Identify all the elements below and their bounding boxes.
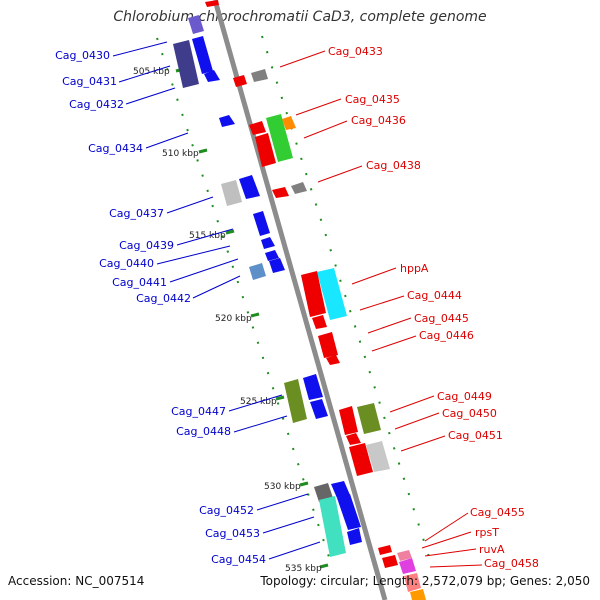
gene-label-cag-0458[interactable]: Cag_0458 xyxy=(484,557,539,570)
gene-label-cag-0439[interactable]: Cag_0439 xyxy=(119,239,174,252)
gene-label-cag-0446[interactable]: Cag_0446 xyxy=(419,329,474,342)
gene-cag-0458 xyxy=(399,558,416,574)
gene-label-cag-0447[interactable]: Cag_0447 xyxy=(171,405,226,418)
gene-cag-0446a xyxy=(318,332,338,358)
gene-ruva xyxy=(382,555,398,568)
gene-cag-0451a xyxy=(349,443,373,476)
gene-label-cag-0435[interactable]: Cag_0435 xyxy=(345,93,400,106)
gene-cag-0445 xyxy=(312,315,327,329)
gene-cag-0450 xyxy=(346,433,361,445)
gene-label-cag-0442[interactable]: Cag_0442 xyxy=(136,292,191,305)
forward-genes xyxy=(173,15,362,557)
gene-cag-0430 xyxy=(188,15,204,34)
gene-cag-0433a xyxy=(233,75,247,87)
gene-label-cag-0431[interactable]: Cag_0431 xyxy=(62,75,117,88)
length-text: Length: 2,572,079 bp; xyxy=(372,574,507,588)
gene-cag-0453 xyxy=(319,496,346,557)
reverse-leader-lines xyxy=(279,50,483,568)
gene-cag-0441 xyxy=(265,250,279,261)
genome-stats: Topology: circular; Length: 2,572,079 bp… xyxy=(260,574,590,588)
gene-cag-0433b xyxy=(251,69,268,82)
genome-backbone xyxy=(212,0,388,600)
gene-label-cag-0433[interactable]: Cag_0433 xyxy=(328,45,383,58)
gene-rpst xyxy=(397,550,412,561)
gene-cag-0455 xyxy=(378,545,392,555)
map-title: Chlorobium chlorochromatii CaD3, complet… xyxy=(113,9,487,25)
gene-cag-0437b xyxy=(239,175,260,199)
gene-label-cag-0451[interactable]: Cag_0451 xyxy=(448,429,503,442)
gene-cag-0447a xyxy=(284,379,307,423)
topology-text: Topology: circular; xyxy=(260,574,369,588)
gene-arrow xyxy=(205,0,219,7)
gene-cag-0452a xyxy=(314,483,333,502)
gene-label-cag-0437[interactable]: Cag_0437 xyxy=(109,207,164,220)
accession-text: Accession: NC_007514 xyxy=(8,574,145,588)
forward-leader-lines xyxy=(112,41,321,560)
gene-arrow xyxy=(282,116,296,130)
gene-cag-0451b xyxy=(366,441,390,472)
gene-arrow xyxy=(204,70,220,82)
gene-label-cag-0434[interactable]: Cag_0434 xyxy=(88,142,143,155)
gene-label-cag-0436[interactable]: Cag_0436 xyxy=(351,114,406,127)
gene-cag-0436b xyxy=(255,133,276,167)
gene-cag-0449a xyxy=(339,406,358,435)
genes-count-text: Genes: 2,050 xyxy=(509,574,590,588)
gene-cag-0442a xyxy=(249,263,266,280)
gene-cag-0439 xyxy=(253,211,270,236)
kbp-label: 535 kbp xyxy=(285,564,322,574)
gene-arrow xyxy=(347,528,362,545)
gene-label-cag-0452[interactable]: Cag_0452 xyxy=(199,504,254,517)
gene-hppa xyxy=(317,268,347,320)
gene-cag-0442b xyxy=(269,258,285,273)
gene-label-cag-0440[interactable]: Cag_0440 xyxy=(99,257,154,270)
gene-label-ruva[interactable]: ruvA xyxy=(479,543,505,556)
gene-label-cag-0430[interactable]: Cag_0430 xyxy=(55,49,110,62)
gene-cag-0438a xyxy=(272,187,289,198)
gene-cag-0452b xyxy=(331,481,350,498)
kbp-label: 510 kbp xyxy=(162,149,199,159)
gene-label-cag-0453[interactable]: Cag_0453 xyxy=(205,527,260,540)
gene-cag-0438b xyxy=(291,182,307,194)
kbp-label: 520 kbp xyxy=(215,314,252,324)
gene-label-cag-0438[interactable]: Cag_0438 xyxy=(366,159,421,172)
gene-cag-0431 xyxy=(173,40,199,88)
gene-cag-0434 xyxy=(219,115,235,127)
gene-cag-0444 xyxy=(301,271,326,317)
gene-arrow xyxy=(410,589,426,600)
gene-cag-0454 xyxy=(337,494,361,530)
gene-cag-0432 xyxy=(192,36,213,74)
gene-label-cag-0449[interactable]: Cag_0449 xyxy=(437,390,492,403)
gene-cag-0437a xyxy=(221,180,242,206)
gene-cag-0436a xyxy=(266,114,293,162)
kbp-label: 530 kbp xyxy=(264,482,301,492)
reverse-genes xyxy=(205,0,426,600)
gene-label-cag-0454[interactable]: Cag_0454 xyxy=(211,553,266,566)
gene-label-cag-0432[interactable]: Cag_0432 xyxy=(69,98,124,111)
gene-cag-0435 xyxy=(249,121,266,135)
gene-cag-0440 xyxy=(261,237,275,249)
gene-label-cag-0448[interactable]: Cag_0448 xyxy=(176,425,231,438)
gene-label-cag-0455[interactable]: Cag_0455 xyxy=(470,506,525,519)
gene-label-cag-0441[interactable]: Cag_0441 xyxy=(112,276,167,289)
gene-cag-0447b xyxy=(303,374,323,400)
gene-cag-0446b xyxy=(326,355,340,365)
gene-label-hppa[interactable]: hppA xyxy=(400,262,429,275)
gene-cag-0448 xyxy=(310,399,328,419)
gene-label-cag-0444[interactable]: Cag_0444 xyxy=(407,289,462,302)
gene-label-cag-0445[interactable]: Cag_0445 xyxy=(414,312,469,325)
gene-label-cag-0450[interactable]: Cag_0450 xyxy=(442,407,497,420)
gene-arrow xyxy=(404,573,421,592)
gene-cag-0449b xyxy=(357,403,381,434)
gene-label-rpst[interactable]: rpsT xyxy=(475,526,499,539)
